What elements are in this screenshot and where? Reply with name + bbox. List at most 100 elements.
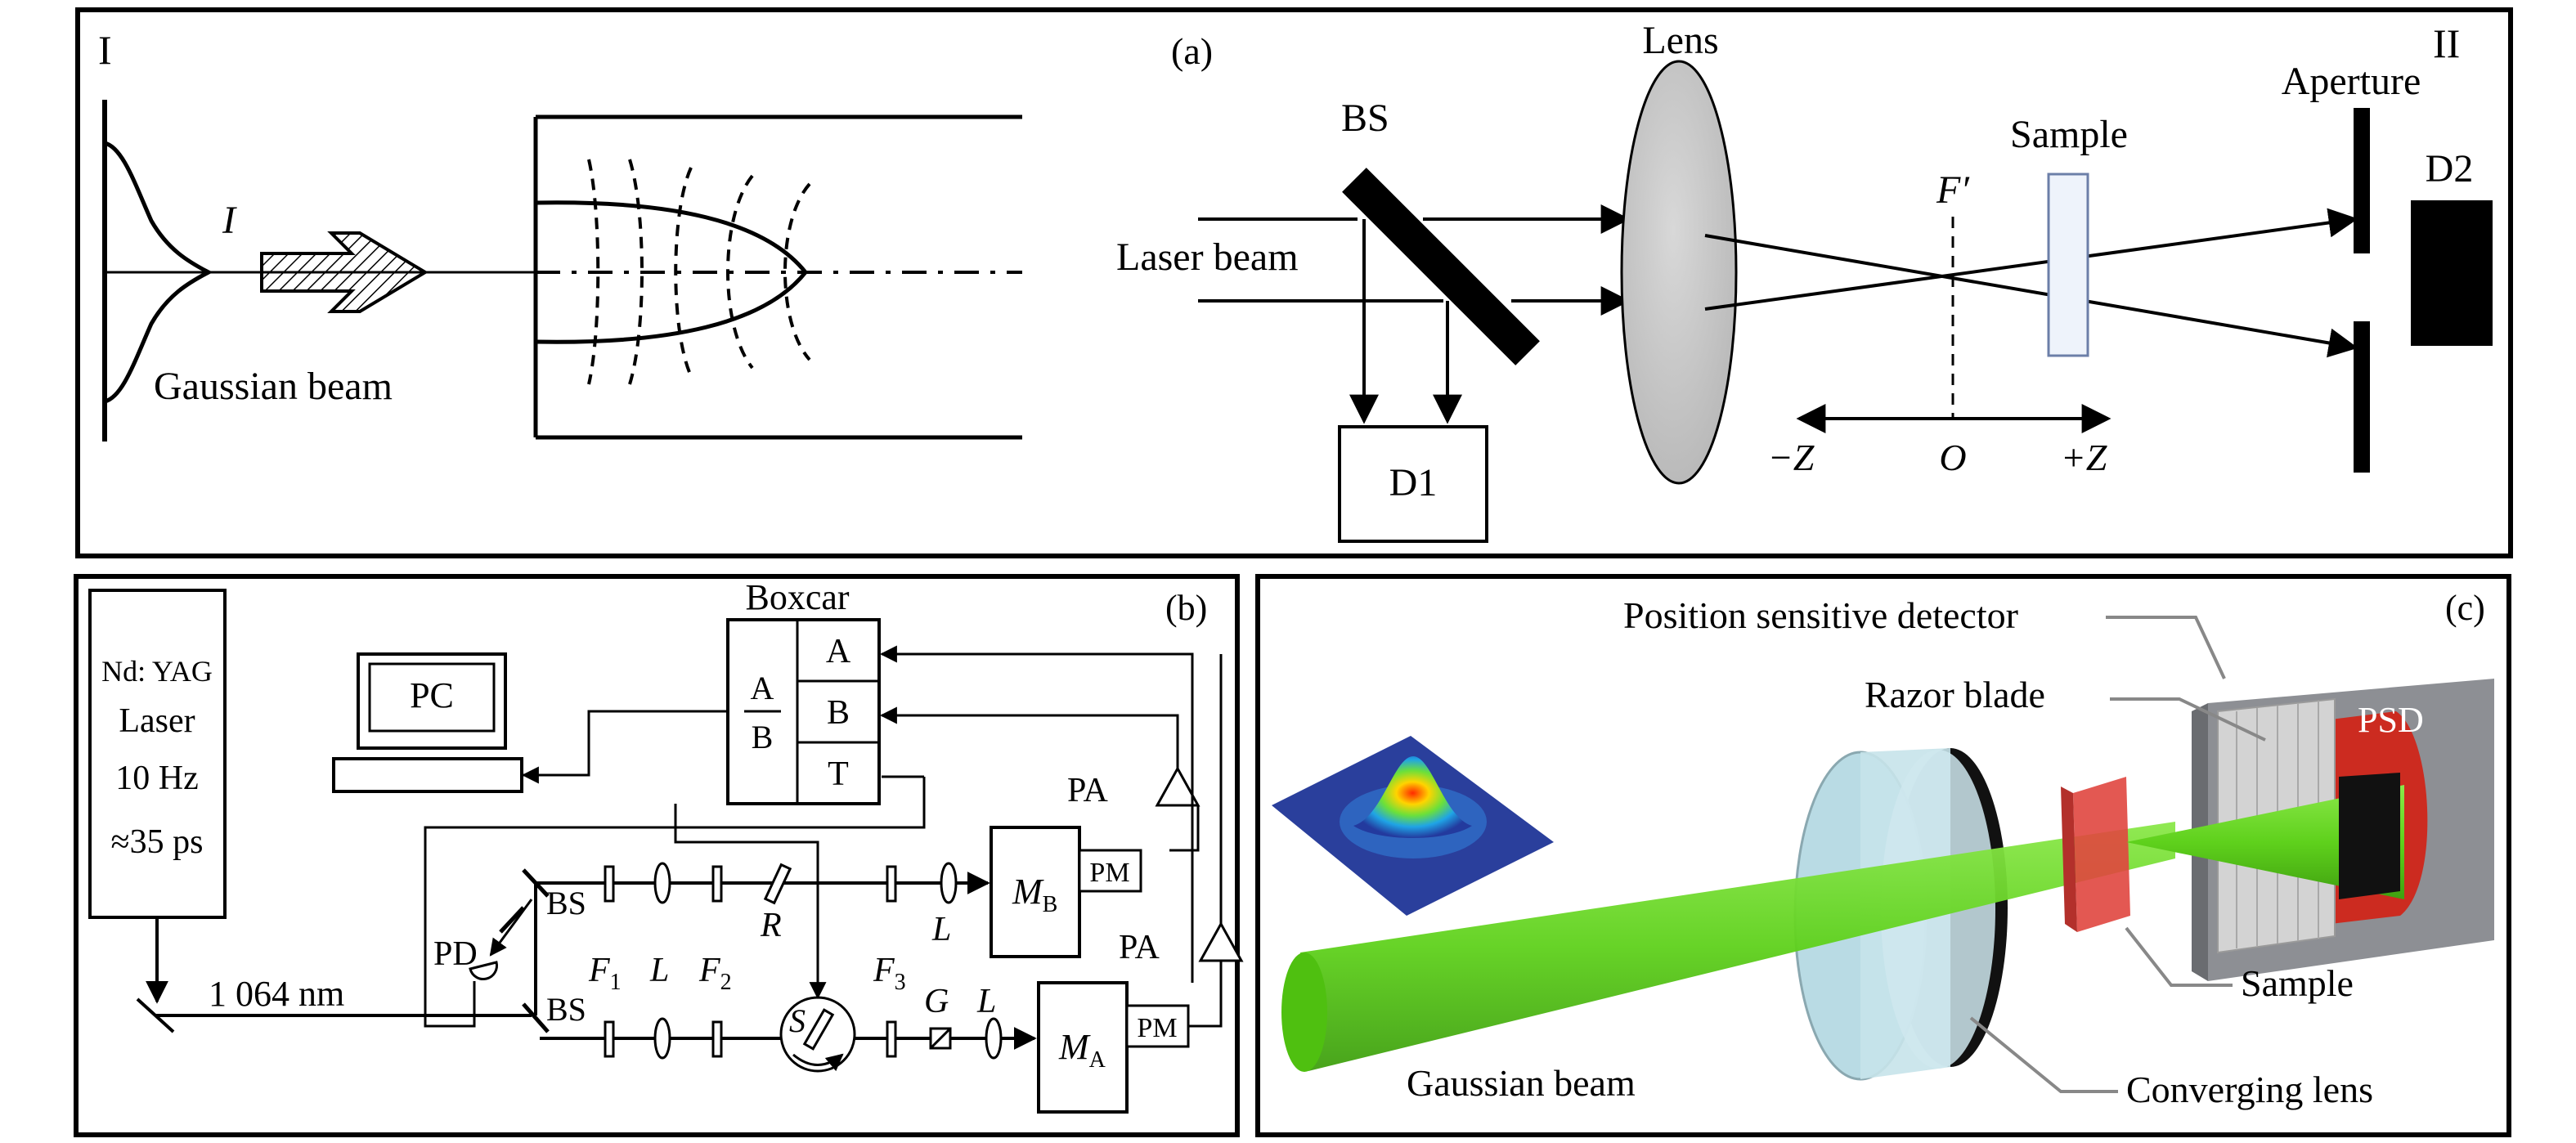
detector-d2 bbox=[2411, 200, 2493, 346]
panel-b: (b) Nd: YAG Laser 10 Hz ≈35 ps 1 064 nm … bbox=[74, 574, 1244, 1137]
sample-block-side bbox=[2061, 787, 2077, 932]
green-beam-converging bbox=[1300, 822, 2175, 1071]
converging-lens-label: Converging lens bbox=[2126, 1069, 2373, 1110]
boxcar-channel-t: T bbox=[828, 755, 849, 793]
pc-screen bbox=[368, 662, 496, 733]
gaussian-beam-illustration: I Gaussian beam bbox=[102, 100, 1022, 442]
r-label: R bbox=[760, 907, 782, 944]
bs-top-label: BS bbox=[546, 885, 586, 921]
panel-b-label: (b) bbox=[1165, 588, 1207, 628]
boxcar-ratio-bottom: B bbox=[752, 719, 774, 755]
sample-block bbox=[2073, 777, 2130, 932]
pa-top-amplifier bbox=[1155, 765, 1200, 807]
boxcar-channel-a: A bbox=[826, 633, 851, 670]
detector-mb bbox=[990, 826, 1081, 958]
panel-c-label: (c) bbox=[2445, 588, 2485, 628]
hatched-arrow bbox=[260, 231, 429, 313]
mb-label: MB bbox=[1012, 872, 1057, 917]
filter-f1-bottom bbox=[604, 1020, 615, 1058]
aperture-lower bbox=[2354, 321, 2370, 473]
pa-bottom-label: PA bbox=[1119, 929, 1160, 966]
beam-splitter bbox=[1342, 168, 1540, 365]
s-label: S bbox=[789, 1002, 806, 1039]
f2-label: F2 bbox=[698, 952, 732, 995]
panel-top-frame bbox=[75, 7, 2513, 558]
laser-box bbox=[88, 589, 227, 919]
sample-slab bbox=[2047, 173, 2089, 357]
pc-base bbox=[332, 757, 523, 793]
filter-f3-top bbox=[886, 865, 897, 903]
reference-arm-elements bbox=[604, 862, 958, 905]
l2-label: L bbox=[931, 911, 951, 948]
filter-f1-top bbox=[604, 865, 615, 903]
pd-beam bbox=[489, 899, 533, 957]
laser-type: Laser bbox=[119, 702, 195, 740]
filter-f2-top bbox=[711, 865, 723, 903]
lens-l2 bbox=[940, 862, 958, 904]
pa-top-label: PA bbox=[1067, 772, 1109, 809]
f3-label: F3 bbox=[873, 952, 906, 995]
polarizer-diagonal bbox=[929, 1027, 952, 1050]
lens-label: Lens bbox=[1642, 19, 1718, 62]
signal-wires bbox=[424, 645, 1223, 1028]
pd-label: PD bbox=[433, 935, 478, 973]
roman-numeral-two: II bbox=[2433, 20, 2460, 66]
panel-a-label: (a) bbox=[1171, 30, 1213, 72]
laser-name: Nd: YAG bbox=[101, 655, 213, 688]
sample-leader bbox=[2125, 926, 2233, 987]
wavelength-label: 1 064 nm bbox=[209, 974, 344, 1014]
razor-blade-leader bbox=[2110, 697, 2266, 742]
razor-blade-label: Razor blade bbox=[1865, 674, 2045, 715]
lens-l1-bottom bbox=[653, 1017, 671, 1060]
origin-label: O bbox=[1939, 437, 1966, 478]
psd-detector-leader bbox=[2106, 616, 2226, 679]
converging-lens-leader bbox=[1969, 1016, 2118, 1093]
sample-label: Sample bbox=[2010, 113, 2128, 156]
gaussian-beam-label: Gaussian beam bbox=[154, 365, 393, 408]
plus-z-label: +Z bbox=[2061, 437, 2107, 478]
l3-label: L bbox=[976, 983, 996, 1020]
minus-z-label: −Z bbox=[1768, 437, 1815, 478]
l1-label: L bbox=[649, 952, 669, 989]
panel-top: I II (a) I Gaussian beam bbox=[75, 7, 2513, 558]
z-scan-setup: Laser beam BS D1 Lens F′ Sample −Z O +Z bbox=[1116, 19, 2493, 543]
pm-bottom-label: PM bbox=[1137, 1013, 1177, 1043]
lens-l3 bbox=[985, 1017, 1003, 1060]
sample-label-c: Sample bbox=[2241, 962, 2354, 1004]
rotation-arrow bbox=[792, 1053, 844, 1072]
laser-pulse: ≈35 ps bbox=[111, 823, 204, 861]
detector-d1-label: D1 bbox=[1389, 461, 1438, 504]
psd-detector-label: Position sensitive detector bbox=[1623, 594, 2018, 636]
f1-label: F1 bbox=[588, 952, 622, 995]
intensity-label: I bbox=[222, 199, 237, 242]
beam-entry-face bbox=[1281, 952, 1327, 1072]
psd-label: PSD bbox=[2358, 700, 2424, 740]
pm-top bbox=[1078, 849, 1142, 893]
focusing-lens bbox=[1620, 60, 1738, 485]
detector-d1 bbox=[1338, 425, 1488, 543]
aperture-label: Aperture bbox=[2282, 60, 2421, 103]
wavefront-lines bbox=[587, 159, 811, 385]
laser-rate: 10 Hz bbox=[115, 760, 198, 797]
g-label: G bbox=[924, 983, 949, 1020]
photodiode bbox=[469, 961, 498, 980]
converging-ray-2 bbox=[1704, 208, 2358, 311]
pm-top-label: PM bbox=[1089, 858, 1129, 888]
beam-splitter-label: BS bbox=[1341, 96, 1389, 140]
gaussian-beam-label-c: Gaussian beam bbox=[1407, 1062, 1636, 1104]
filter-f3-bottom bbox=[886, 1020, 897, 1058]
gaussian-profile-peak bbox=[1353, 756, 1472, 838]
beam-splitter-bottom bbox=[522, 1002, 550, 1033]
sample-s bbox=[802, 1008, 835, 1051]
aperture-upper bbox=[2354, 108, 2370, 253]
bs-bottom-label: BS bbox=[546, 991, 586, 1028]
panel-b-frame bbox=[74, 574, 1240, 1137]
panel-c: (c) PSD Position sensitive bbox=[1255, 574, 2511, 1137]
roman-numeral-one: I bbox=[98, 27, 112, 73]
detector-d2-label: D2 bbox=[2426, 147, 2474, 190]
boxcar-channel-b: B bbox=[827, 694, 850, 732]
green-beam-diverging bbox=[2126, 785, 2404, 899]
laser-beam-label: Laser beam bbox=[1116, 235, 1299, 279]
boxcar-ratio-top: A bbox=[751, 670, 774, 706]
psd-black-target bbox=[2339, 773, 2400, 899]
